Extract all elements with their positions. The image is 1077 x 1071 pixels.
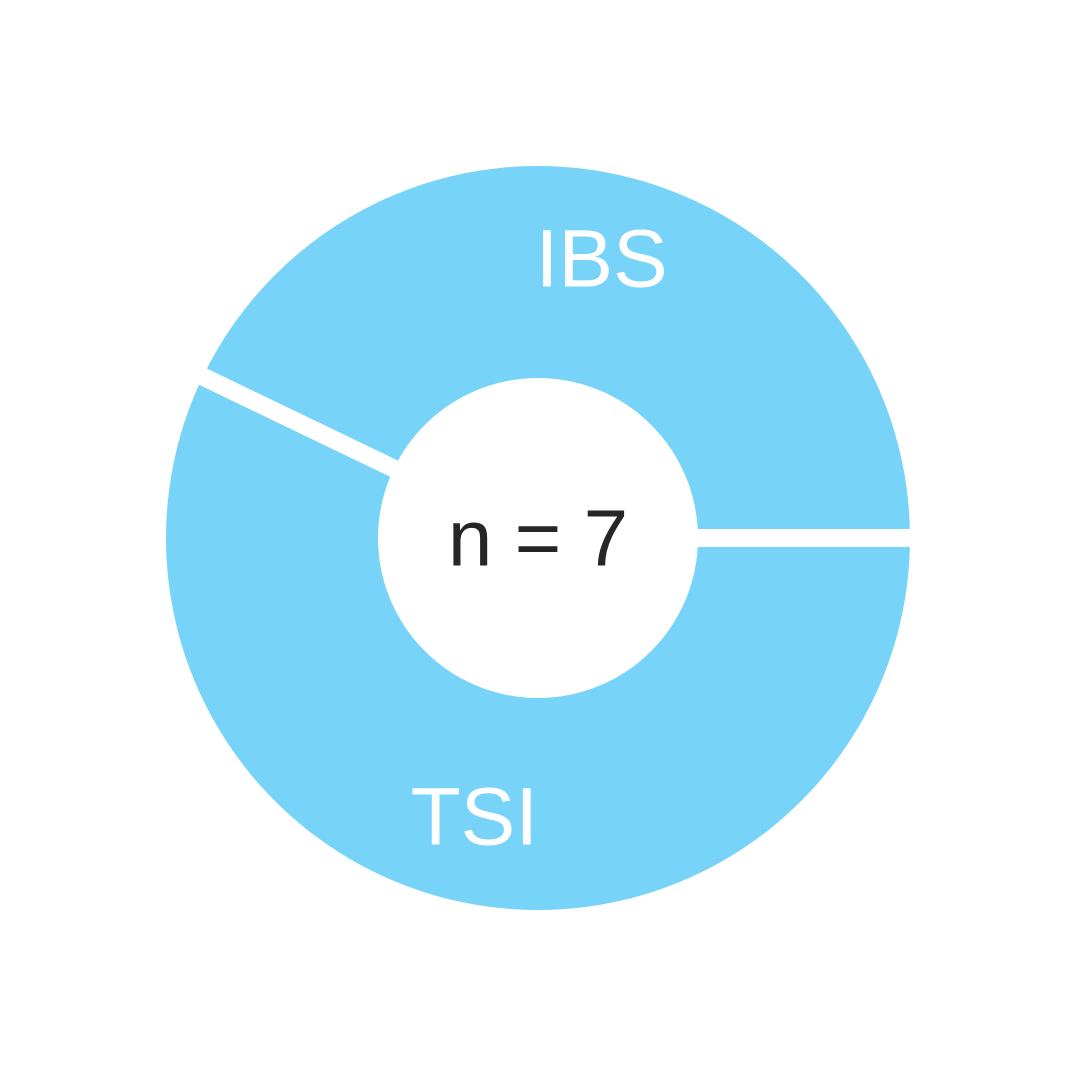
slice-tsi xyxy=(165,376,910,911)
slice-label-ibs: IBS xyxy=(536,214,668,305)
slice-label-tsi: TSI xyxy=(411,771,539,862)
slice-ibs xyxy=(202,166,910,538)
slice-separator xyxy=(195,366,402,479)
center-total-label: n = 7 xyxy=(448,494,628,583)
donut-slices xyxy=(165,166,914,911)
donut-slice-labels: IBS TSI xyxy=(411,214,668,863)
